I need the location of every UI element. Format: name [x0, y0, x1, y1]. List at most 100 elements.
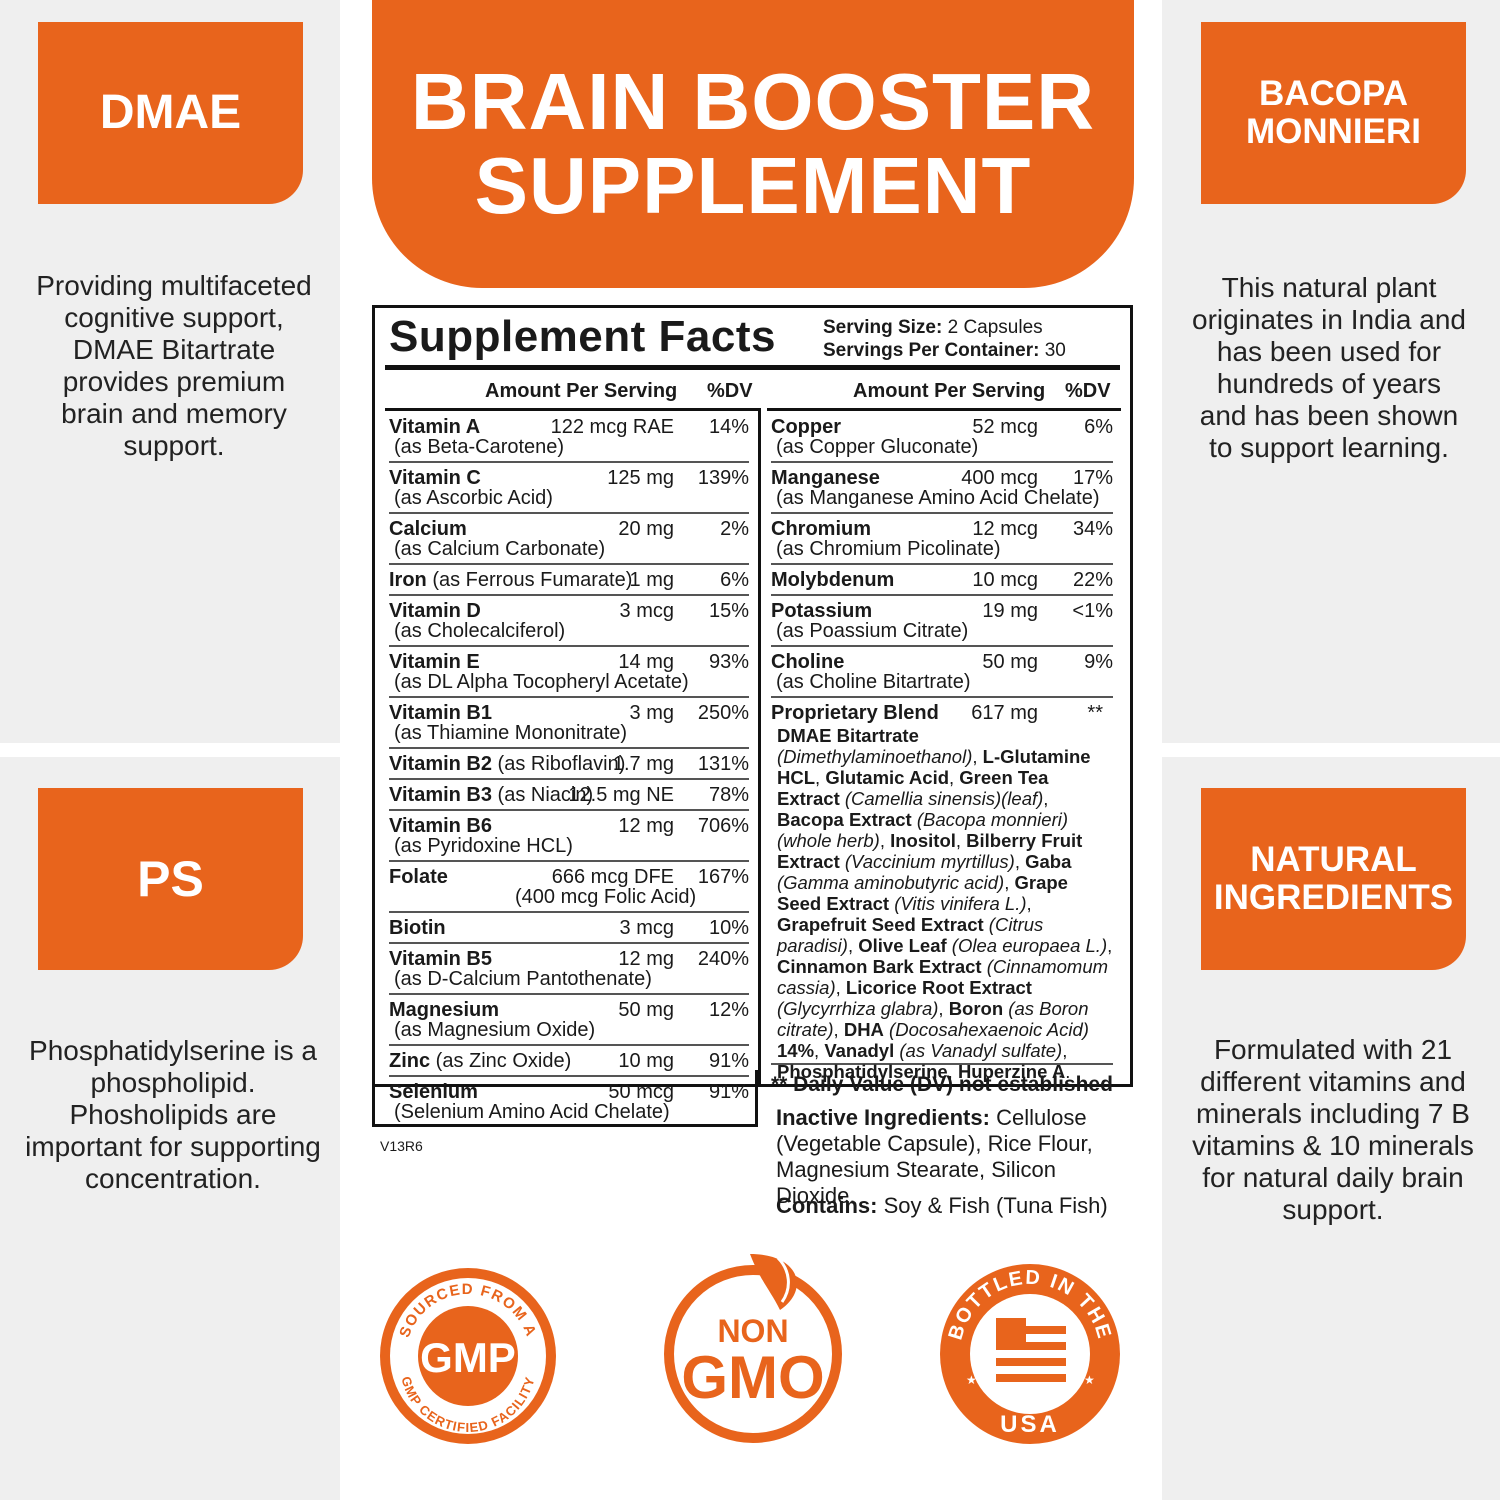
- nutrient-name: Folate: [389, 866, 448, 888]
- nutrient-source: (as Zinc Oxide): [430, 1050, 572, 1072]
- nutrient-dv: 15%: [708, 600, 749, 622]
- blend-ingredient-part: ,: [1062, 1040, 1068, 1061]
- header-rule-right: [767, 408, 1121, 411]
- blend-ingredient-part: (Glycyrrhiza glabra): [777, 998, 939, 1019]
- nutrient-dv: 706%: [697, 815, 749, 837]
- blend-ingredient-part: ,: [1004, 872, 1015, 893]
- nutrient-name: Manganese: [771, 467, 880, 489]
- inactive-text: Cellulose (Vegetable Capsule), Rice Flou…: [776, 1105, 1093, 1208]
- left-column-bottom-rule: [372, 1124, 758, 1127]
- badge-natural-line1: NATURAL: [1250, 839, 1417, 879]
- nutrient-dv: 139%: [697, 467, 749, 489]
- nutrient-amount: 12 mcg: [972, 518, 1038, 540]
- nutrient-amount: 3 mcg: [619, 600, 674, 622]
- left-column-edge-right: [755, 1070, 758, 1127]
- blend-ingredient-part: Boron: [948, 998, 1004, 1019]
- nutrient-name: Chromium: [771, 518, 871, 540]
- blend-ingredient-part: (Citrus paradisi): [777, 914, 1044, 956]
- nutrient-amount: 50 mg: [982, 651, 1038, 673]
- nutrient-name: Iron: [389, 569, 427, 591]
- bottled-in-usa-seal-icon: BOTTLED IN THE USA ★ ★: [940, 1264, 1120, 1444]
- serving-info: Serving Size: 2 Capsules Servings Per Co…: [823, 316, 1066, 362]
- nutrient-name: Choline: [771, 651, 845, 673]
- blend-ingredient-part: Olive Leaf: [858, 935, 947, 956]
- nutrient-amount: 20 mg: [618, 518, 674, 540]
- inactive-label: Inactive Ingredients:: [776, 1105, 990, 1130]
- title-banner: BRAIN BOOSTER SUPPLEMENT: [372, 0, 1134, 288]
- blend-ingredient-part: ,: [1107, 935, 1113, 956]
- blend-ingredient-part: ,: [833, 1019, 844, 1040]
- nutrient-source: (as Copper Gluconate): [776, 436, 979, 458]
- nutrient-source: (as Niacin): [492, 784, 594, 806]
- blend-ingredient-part: ,: [1043, 788, 1049, 809]
- nutrient-name: Vitamin B5: [389, 948, 492, 970]
- nutrient-amount: 666 mcg DFE: [551, 866, 674, 888]
- blend-ingredient-part: ,: [947, 1061, 958, 1082]
- blend-ingredient-part: ,: [879, 830, 891, 851]
- nutrient-row: Selenium(Selenium Amino Acid Chelate)50 …: [389, 1077, 749, 1128]
- blend-ingredient-part: Green Tea Extract: [777, 767, 1049, 809]
- nutrient-dv: 14%: [708, 416, 749, 438]
- nutrient-name: Vitamin B1: [389, 702, 492, 724]
- nutrient-source: (as Manganese Amino Acid Chelate): [776, 487, 1100, 509]
- nutrient-name: Vitamin B2: [389, 753, 492, 775]
- nutrient-dv: 17%: [1072, 467, 1113, 489]
- nutrient-dv: 250%: [697, 702, 749, 724]
- nutrient-amount: 1 mg: [629, 569, 674, 591]
- nutrient-source: (as Calcium Carbonate): [394, 538, 606, 560]
- blend-ingredient-part: L-Glutamine HCL: [777, 746, 1091, 788]
- nongmo-line1: NON: [717, 1313, 788, 1349]
- nutrient-dv: 34%: [1072, 518, 1113, 540]
- blend-name: Proprietary Blend: [771, 702, 939, 724]
- blend-ingredient-part: (Dimethylaminoethanol): [777, 746, 973, 767]
- blend-ingredient-part: ,: [938, 998, 949, 1019]
- servings-count: 30: [1044, 340, 1066, 361]
- nutrient-name: Vitamin C: [389, 467, 481, 489]
- serving-size-label: Serving Size:: [823, 317, 943, 338]
- nutrient-dv: 93%: [708, 651, 749, 673]
- nutrient-source: (as D-Calcium Pantothenate): [394, 968, 652, 990]
- version-code: V13R6: [380, 1138, 423, 1154]
- blend-ingredient-part: 14%: [777, 1040, 815, 1061]
- nutrient-name: Copper: [771, 416, 841, 438]
- blend-ingredient-part: (Camellia sinensis)(leaf): [839, 788, 1044, 809]
- left-column-edge: [372, 1070, 375, 1127]
- nutrient-amount: 10 mg: [618, 1050, 674, 1072]
- blend-ingredient-part: (Bacopa monnieri)(whole herb): [777, 809, 1068, 851]
- col-dv-left: %DV: [707, 380, 753, 402]
- nutrient-amount: 50 mcg: [608, 1081, 674, 1103]
- blend-ingredient-part: (Gamma aminobutyric acid): [777, 872, 1005, 893]
- blend-dv: **: [1087, 702, 1103, 724]
- blend-ingredient-part: Inositol: [890, 830, 956, 851]
- blend-ingredient-part: Phosphatidylserine: [777, 1061, 948, 1082]
- blend-ingredient-part: ,: [847, 935, 859, 956]
- dv-note: ** Daily Value (DV) not established: [771, 1073, 1113, 1096]
- nutrient-name: Biotin: [389, 917, 446, 939]
- blend-ingredient-part: Huperzine A: [957, 1061, 1066, 1082]
- blend-ingredient-part: Vanadyl: [824, 1040, 895, 1061]
- blend-row: Proprietary Blend 617 mg **: [771, 698, 1113, 724]
- blend-ingredient-part: ,: [1014, 851, 1026, 872]
- nutrient-dv: 12%: [708, 999, 749, 1021]
- title-line2: SUPPLEMENT: [474, 141, 1032, 230]
- allergen-contains: Contains: Soy & Fish (Tuna Fish): [776, 1193, 1108, 1219]
- nutrient-row: Potassium(as Poassium Citrate)19 mg<1%: [771, 596, 1113, 647]
- nutrient-dv: 78%: [708, 784, 749, 806]
- nutrient-source: (as Ascorbic Acid): [394, 487, 553, 509]
- badge-bacopa-line1: BACOPA: [1258, 73, 1409, 113]
- nutrient-dv: 6%: [720, 569, 749, 591]
- gmp-center: GMP: [420, 1334, 516, 1381]
- non-gmo-seal-icon: NON GMO: [664, 1254, 842, 1443]
